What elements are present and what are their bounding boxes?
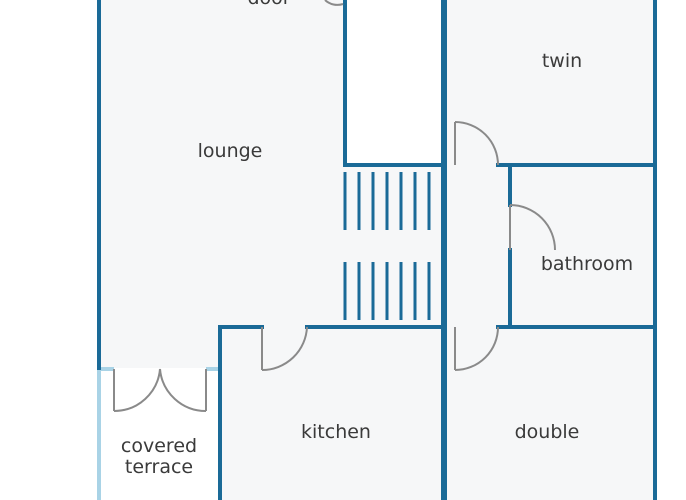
covered-terrace-line2: terrace [124, 456, 194, 478]
terrace-walls [97, 367, 220, 500]
terrace-floor [99, 368, 220, 500]
terrace-door-right-swing [159, 368, 207, 413]
double-label: double [514, 421, 580, 443]
lounge-label: lounge [197, 140, 263, 162]
kitchen-door-swing [261, 326, 308, 372]
lounge-lower-floor [99, 165, 443, 325]
covered-terrace-line1: covered [120, 435, 198, 457]
double-floor [445, 327, 655, 500]
twin-label: twin [541, 50, 583, 72]
terrace-door-left-swing [113, 368, 161, 413]
doors [113, 0, 556, 413]
kitchen-label: kitchen [301, 421, 371, 443]
double-door-swing [454, 326, 499, 371]
staircase [343, 172, 431, 320]
twin-door-swing [454, 121, 499, 166]
entrance-door-swing [324, 0, 344, 6]
bathroom-label: bathroom [540, 253, 634, 275]
twin-floor [445, 0, 655, 165]
bathroom-floor [510, 165, 655, 327]
covered-terrace-label: covered terrace [108, 436, 210, 478]
bathroom-door-swing [509, 204, 556, 251]
door-label: door [244, 0, 294, 9]
kitchen-floor [220, 327, 443, 500]
